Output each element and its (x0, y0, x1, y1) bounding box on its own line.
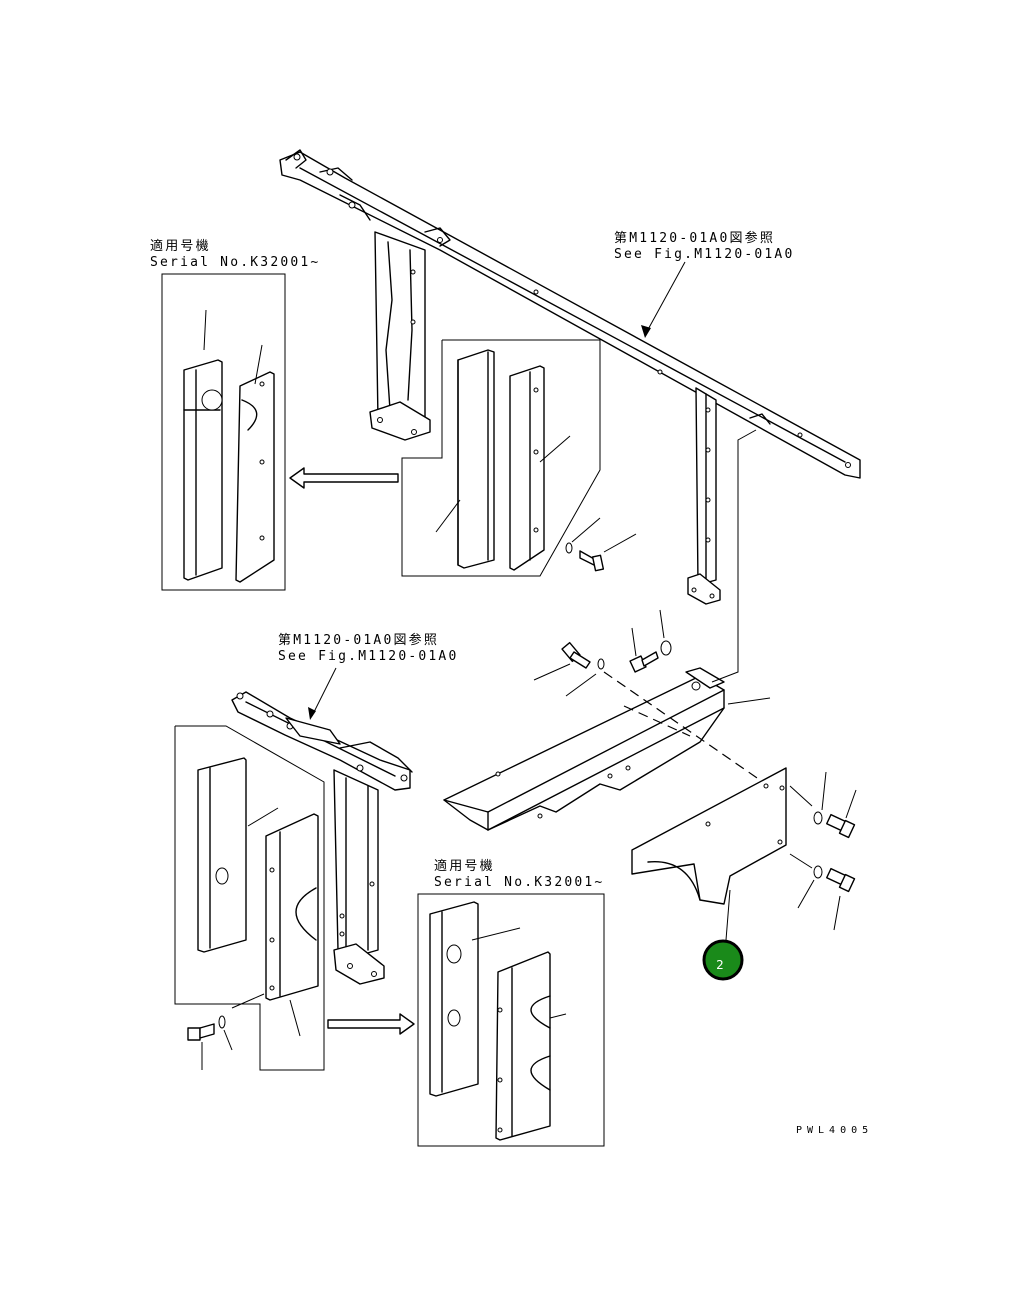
lower-frame-section (231, 691, 413, 985)
upper-ref-en: See Fig.M1120-01A0 (614, 247, 794, 262)
upper-serial-en: Serial No.K32001~ (150, 255, 320, 270)
lower-ref-en: See Fig.M1120-01A0 (278, 649, 458, 664)
lower-serial-en: Serial No.K32001~ (434, 875, 604, 890)
upper-serial-box: 適用号機 Serial No.K32001~ (150, 238, 320, 591)
left-vertical-post (369, 231, 431, 441)
cover-plate-bolts (797, 771, 857, 931)
upper-detail-box (401, 339, 637, 577)
drawing-code: PWL4005 (796, 1125, 873, 1136)
crossmember-bolts (533, 609, 761, 781)
upper-frame-beam (279, 149, 861, 479)
lower-arrow-right (327, 1013, 415, 1035)
upper-serial-jp: 適用号機 (150, 238, 211, 254)
lower-serial-jp: 適用号機 (434, 858, 495, 874)
callout-2-circle[interactable] (702, 939, 744, 981)
lower-detail-box (174, 725, 325, 1071)
lower-ref-jp: 第M1120-01A0図参照 (278, 632, 439, 648)
callout-2-label: 2 (716, 958, 724, 972)
callout-2[interactable]: 2 (702, 939, 744, 981)
cover-plate (631, 767, 813, 941)
upper-arrow-left (289, 467, 399, 489)
lower-left-bolt (187, 1015, 233, 1070)
cross-member (443, 429, 771, 831)
upper-ref-jp: 第M1120-01A0図参照 (614, 230, 775, 246)
right-vertical-post (687, 387, 721, 605)
lower-serial-box: 適用号機 Serial No.K32001~ (417, 858, 605, 1147)
